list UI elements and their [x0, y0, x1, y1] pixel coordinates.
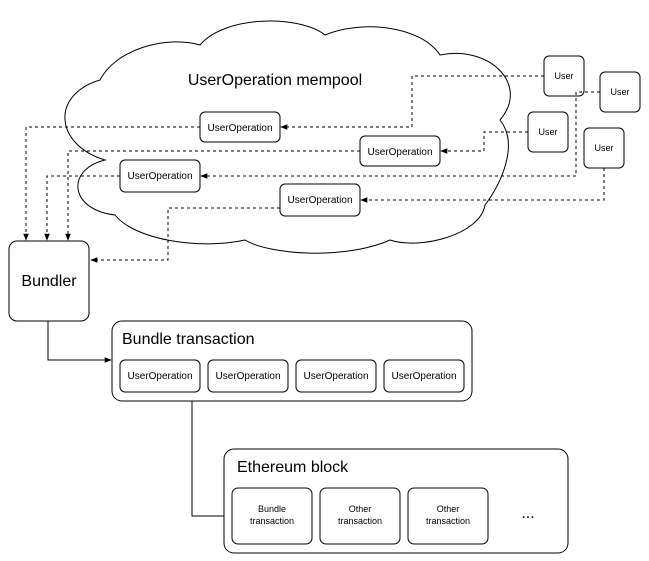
user-3: User	[527, 111, 569, 153]
block-item-other-transaction-1: Other transaction	[319, 487, 401, 545]
mempool-op-1: UserOperation	[199, 111, 281, 143]
svg-text:UserOperation: UserOperation	[287, 195, 352, 206]
svg-text:User: User	[594, 143, 613, 153]
block-item-other-transaction-2: Other transaction	[407, 487, 489, 545]
arrow-op2-bundler	[65, 150, 360, 241]
arrow-bundle-block	[191, 401, 232, 519]
arrow-user4-op4	[360, 168, 605, 203]
svg-text:UserOperation: UserOperation	[303, 371, 368, 382]
mempool-op-4: UserOperation	[279, 183, 361, 217]
arrow-user1-op1	[280, 75, 544, 130]
svg-text:User: User	[610, 87, 629, 97]
mempool-op-3: UserOperation	[119, 159, 201, 193]
user-2: User	[599, 71, 641, 113]
bundler-label: Bundler	[21, 273, 77, 290]
svg-text:UserOperation: UserOperation	[127, 171, 192, 182]
arrow-op4-bundler	[90, 207, 280, 263]
bundler-box: Bundler	[8, 240, 90, 322]
svg-text:Other: Other	[349, 504, 372, 514]
svg-text:UserOperation: UserOperation	[367, 147, 432, 158]
svg-text:User: User	[538, 127, 557, 137]
block-item-bundle-transaction: Bundle transaction	[231, 487, 313, 545]
user-1: User	[543, 55, 585, 97]
svg-text:UserOperation: UserOperation	[207, 123, 272, 134]
mempool-cloud	[64, 20, 511, 254]
bundle-op-2: UserOperation	[207, 359, 289, 393]
arrow-op3-bundler	[44, 175, 120, 241]
block-ellipsis: ...	[521, 505, 534, 522]
arrow-user2-op3	[200, 91, 600, 179]
bundle-transaction: Bundle transaction UserOperation UserOpe…	[111, 320, 473, 402]
bundle-op-1: UserOperation	[119, 359, 201, 393]
svg-text:UserOperation: UserOperation	[391, 371, 456, 382]
bundle-op-3: UserOperation	[295, 359, 377, 393]
ethereum-block: Ethereum block Bundle transaction Other …	[223, 448, 569, 554]
svg-text:transaction: transaction	[426, 516, 470, 526]
svg-text:UserOperation: UserOperation	[215, 371, 280, 382]
bundle-transaction-title: Bundle transaction	[122, 331, 255, 348]
ethereum-block-title: Ethereum block	[237, 459, 349, 476]
svg-text:UserOperation: UserOperation	[127, 371, 192, 382]
svg-text:User: User	[554, 71, 573, 81]
svg-text:Other: Other	[437, 504, 460, 514]
mempool-title: UserOperation mempool	[188, 72, 362, 89]
arrow-op1-bundler	[23, 126, 200, 241]
svg-text:Bundle: Bundle	[258, 504, 286, 514]
bundle-op-4: UserOperation	[383, 359, 465, 393]
svg-text:transaction: transaction	[250, 516, 294, 526]
arrow-bundler-bundle	[47, 321, 112, 363]
arrow-user3-op2	[440, 131, 528, 154]
mempool-op-2: UserOperation	[359, 135, 441, 167]
svg-text:transaction: transaction	[338, 516, 382, 526]
user-4: User	[583, 127, 625, 169]
